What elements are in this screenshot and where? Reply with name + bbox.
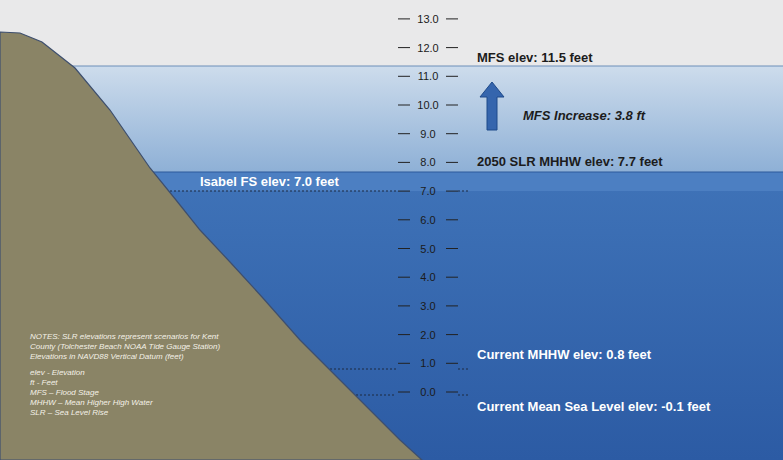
- note-text: MHHW – Mean Higher High Water: [30, 398, 235, 408]
- note-text: elev - Elevation: [30, 368, 235, 378]
- tick-dash: [446, 305, 458, 306]
- hillside: [0, 32, 422, 460]
- tick-dash: [398, 334, 410, 335]
- tick-dash: [398, 76, 410, 77]
- ruler-value: 3.0: [420, 300, 435, 313]
- tick-dash: [398, 133, 410, 134]
- tick-dash: [446, 191, 458, 192]
- ruler-ticks: [398, 19, 458, 392]
- ruler-value: 1.0: [420, 357, 435, 370]
- isabel-label: Isabel FS elev: 7.0 feet: [200, 175, 339, 190]
- ruler-value: 8.0: [420, 156, 435, 169]
- msl-label: Current Mean Sea Level elev: -0.1 feet: [477, 400, 710, 415]
- note-text: SLR – Sea Level Rise: [30, 408, 235, 418]
- notes-block: NOTES: SLR elevations represent scenario…: [30, 332, 235, 418]
- flood-stage-label: MFS elev: 11.5 feet: [477, 51, 593, 66]
- mfs-line: [0, 66, 783, 67]
- tick-dash: [446, 18, 458, 19]
- ruler-value: 9.0: [420, 127, 435, 140]
- ruler-value: 0.0: [420, 386, 435, 399]
- note-text: NOTES: SLR elevations represent scenario…: [30, 332, 235, 352]
- ruler-value: 4.0: [420, 271, 435, 284]
- tick-dash: [398, 363, 410, 364]
- tick-dash: [446, 105, 458, 106]
- note-text: MFS – Flood Stage: [30, 388, 235, 398]
- tick-dash: [398, 305, 410, 306]
- tick-dash: [446, 277, 458, 278]
- ruler-value: 7.0: [420, 185, 435, 198]
- ruler-value: 2.0: [420, 328, 435, 341]
- tick-dash: [398, 248, 410, 249]
- ruler-value: 11.0: [418, 70, 439, 83]
- ruler-value: 6.0: [420, 213, 435, 226]
- tick-dash: [446, 47, 458, 48]
- tick-dash: [446, 392, 458, 393]
- ruler-value: 12.0: [417, 41, 438, 54]
- tick-dash: [446, 133, 458, 134]
- tick-dash: [446, 219, 458, 220]
- increase-label: MFS Increase: 3.8 ft: [523, 109, 645, 124]
- increase-arrow: [480, 82, 504, 130]
- note-text: ft - Feet: [30, 378, 235, 388]
- tick-dash: [398, 191, 410, 192]
- tick-dash: [446, 248, 458, 249]
- ruler-value: 10.0: [417, 99, 438, 112]
- tick-dash: [446, 363, 458, 364]
- tick-dash: [446, 334, 458, 335]
- ruler-value: 5.0: [420, 242, 435, 255]
- tick-dash: [398, 162, 410, 163]
- tick-dash: [398, 219, 410, 220]
- ruler-value: 13.0: [417, 13, 438, 26]
- tick-dash: [398, 277, 410, 278]
- mhhw-label: Current MHHW elev: 0.8 feet: [477, 348, 651, 363]
- tick-dash: [398, 105, 410, 106]
- slr-label: 2050 SLR MHHW elev: 7.7 feet: [477, 155, 663, 170]
- tick-dash: [446, 162, 458, 163]
- tick-dash: [398, 392, 410, 393]
- tick-dash: [398, 18, 410, 19]
- note-text: Elevations in NAVD88 Vertical Datum (fee…: [30, 352, 235, 362]
- tick-dash: [446, 76, 458, 77]
- tick-dash: [398, 47, 410, 48]
